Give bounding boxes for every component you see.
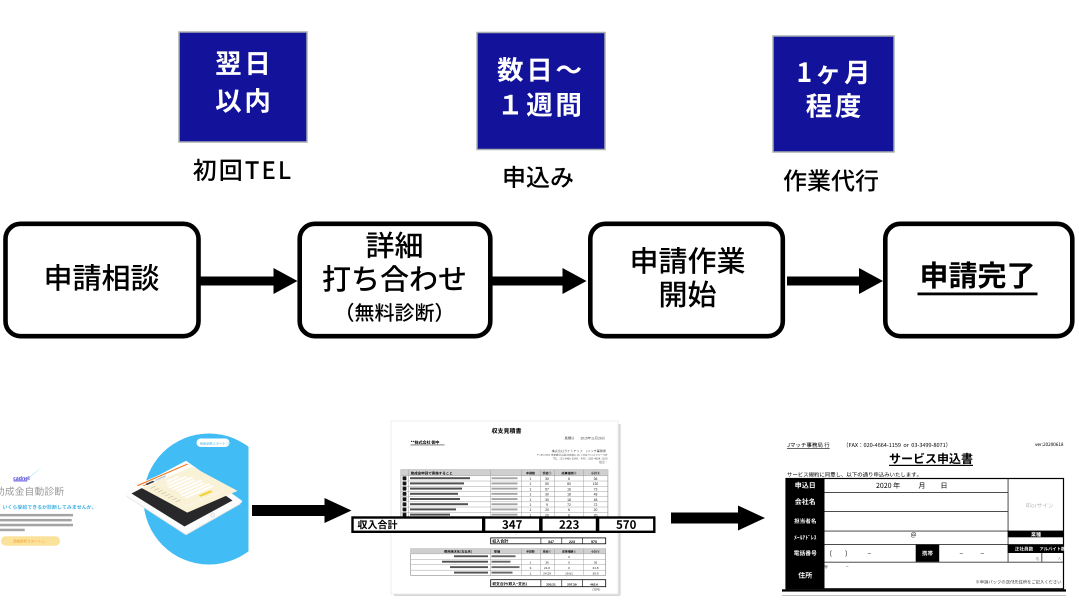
svg-text:462.6: 462.6: [590, 582, 598, 586]
svg-text:36: 36: [545, 560, 549, 564]
svg-text:16: 16: [567, 487, 571, 491]
svg-text:36: 36: [594, 477, 598, 481]
svg-text:0: 0: [568, 555, 570, 559]
svg-text:20: 20: [594, 508, 598, 512]
svg-text:1: 1: [530, 477, 532, 481]
svg-text:1: 1: [530, 487, 532, 491]
svg-text:1: 1: [530, 493, 532, 497]
svg-text:30: 30: [545, 493, 549, 497]
svg-text:36: 36: [594, 560, 598, 564]
svg-text:24.29: 24.29: [543, 571, 551, 575]
svg-text:31.8: 31.8: [592, 566, 598, 570]
svg-text:80: 80: [567, 482, 571, 486]
svg-text:72: 72: [567, 503, 571, 507]
svg-text:1: 1: [530, 482, 532, 486]
svg-text:0: 0: [568, 566, 570, 570]
svg-text:1: 1: [530, 508, 532, 512]
svg-text:347: 347: [548, 540, 554, 544]
svg-text:72: 72: [594, 503, 598, 507]
svg-text:(万円): (万円): [592, 587, 600, 591]
svg-text:21.8: 21.8: [544, 566, 550, 570]
svg-text:20: 20: [594, 513, 598, 517]
svg-text:9: 9: [546, 503, 548, 507]
svg-text:18: 18: [567, 498, 571, 502]
svg-text:130: 130: [593, 482, 599, 486]
svg-text:255.21: 255.21: [546, 582, 556, 586]
svg-text:48: 48: [594, 498, 598, 502]
svg-text:20: 20: [545, 508, 549, 512]
svg-text:50: 50: [545, 482, 549, 486]
svg-text:6: 6: [568, 513, 570, 517]
svg-text:207.39: 207.39: [567, 582, 577, 586]
svg-text:1: 1: [530, 571, 532, 575]
svg-text:6: 6: [568, 477, 570, 481]
svg-text:223: 223: [569, 540, 575, 544]
svg-text:1: 1: [530, 498, 532, 502]
svg-text:48: 48: [594, 493, 598, 497]
svg-text:39.9: 39.9: [592, 571, 598, 575]
svg-text:1: 1: [530, 513, 532, 517]
svg-text:1: 1: [530, 503, 532, 507]
svg-text:30: 30: [545, 477, 549, 481]
svg-text:6: 6: [568, 508, 570, 512]
svg-text:20: 20: [545, 513, 549, 517]
svg-text:18: 18: [567, 493, 571, 497]
svg-text:30: 30: [545, 498, 549, 502]
svg-text:1: 1: [530, 560, 532, 564]
svg-text:570: 570: [591, 540, 597, 544]
svg-text:57: 57: [545, 487, 549, 491]
svg-text:0: 0: [568, 560, 570, 564]
svg-text:73: 73: [594, 487, 598, 491]
svg-text:15.61: 15.61: [565, 571, 573, 575]
svg-text:9: 9: [530, 566, 532, 570]
